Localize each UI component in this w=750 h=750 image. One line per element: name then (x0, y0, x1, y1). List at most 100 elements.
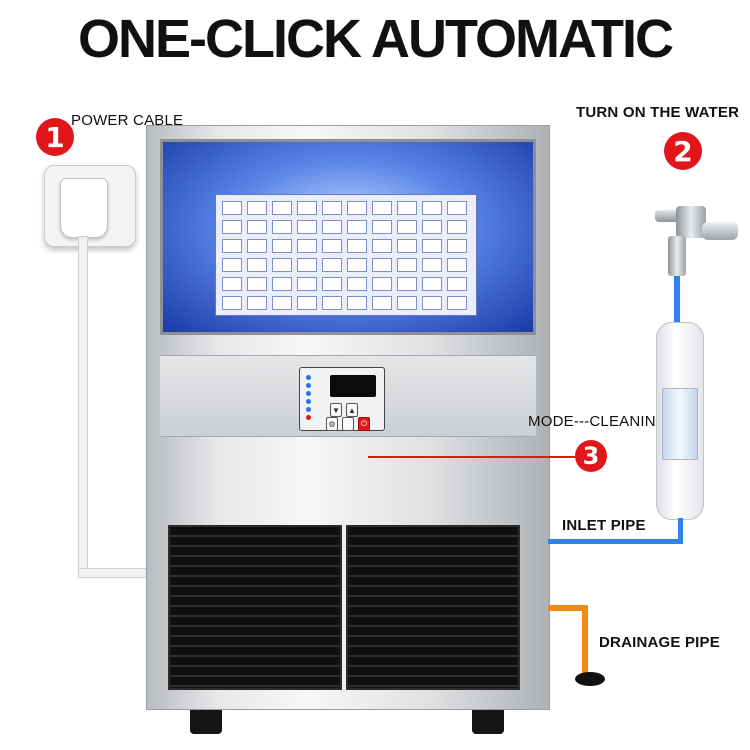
ice-cube-cell (422, 296, 442, 310)
ice-cube-cell (322, 258, 342, 272)
ice-cube-cell (397, 277, 417, 291)
ice-cube-cell (347, 201, 367, 215)
ice-cube-cell (222, 296, 242, 310)
water-supply-pipe (674, 276, 680, 324)
ice-chamber-window (160, 139, 536, 335)
ice-cube-cell (247, 201, 267, 215)
ice-cube-cell (422, 239, 442, 253)
ice-cube-cell (372, 258, 392, 272)
ice-cube-cell (422, 220, 442, 234)
indicator-light (306, 383, 311, 388)
ice-cube-cell (272, 296, 292, 310)
indicator-light-red (306, 415, 311, 420)
ice-cube-cell (222, 239, 242, 253)
ice-cube-cell (222, 201, 242, 215)
pointer-line (368, 456, 576, 458)
set-key[interactable] (342, 417, 354, 431)
ice-cube-cell (447, 239, 467, 253)
inlet-pipe-label: INLET PIPE (562, 517, 646, 534)
ice-cube-cell (397, 296, 417, 310)
ice-cube-cell (297, 201, 317, 215)
ice-cube-cell (247, 258, 267, 272)
inlet-pipe-vertical (678, 518, 683, 544)
ice-cube-cell (272, 239, 292, 253)
faucet-spout (655, 210, 680, 222)
indicator-light (306, 407, 311, 412)
ice-cube-cell (347, 277, 367, 291)
ice-cube-cell (447, 201, 467, 215)
ice-cube-cell (297, 239, 317, 253)
ice-cube-cell (247, 239, 267, 253)
power-plug-icon (60, 178, 108, 238)
faucet-icon (676, 206, 706, 238)
indicator-light (306, 391, 311, 396)
ice-cube-cell (247, 220, 267, 234)
ice-cube-grid (215, 194, 477, 316)
right-vent-grille (346, 525, 520, 690)
machine-foot-right (472, 710, 504, 734)
faucet-handle (702, 222, 738, 240)
ice-cube-cell (347, 258, 367, 272)
ice-cube-cell (347, 220, 367, 234)
ice-cube-cell (222, 258, 242, 272)
power-cable (78, 236, 88, 578)
up-key[interactable]: ▲ (346, 403, 358, 417)
ice-cube-cell (322, 201, 342, 215)
left-vent-grille (168, 525, 342, 690)
faucet-neck (668, 236, 686, 276)
ice-cube-cell (322, 220, 342, 234)
ice-cube-cell (347, 296, 367, 310)
control-keys-row1: ▼ ▲ (330, 403, 358, 417)
ice-cube-cell (372, 239, 392, 253)
step-1-badge: 1 (36, 118, 74, 156)
ice-cube-cell (372, 277, 392, 291)
ice-cube-cell (447, 277, 467, 291)
inlet-pipe (548, 539, 683, 544)
mode-cleaning-label: MODE---CLEANING (528, 413, 668, 430)
ice-cube-cell (272, 220, 292, 234)
ice-cube-cell (397, 201, 417, 215)
ice-cube-cell (372, 201, 392, 215)
power-cable-label: POWER CABLE (71, 112, 184, 129)
ice-cube-cell (247, 277, 267, 291)
ice-cube-cell (397, 258, 417, 272)
machine-foot-left (190, 710, 222, 734)
drainage-pipe (582, 605, 588, 677)
ice-cube-cell (322, 239, 342, 253)
ice-cube-cell (397, 239, 417, 253)
ice-cube-cell (297, 296, 317, 310)
turn-on-water-label: TURN ON THE WATER (576, 104, 740, 121)
step-3-badge: 3 (575, 440, 607, 472)
power-key[interactable]: ⏻ (358, 417, 370, 431)
ice-cube-cell (447, 220, 467, 234)
ice-cube-cell (372, 296, 392, 310)
drainage-pipe-label: DRAINAGE PIPE (599, 634, 720, 651)
ice-cube-cell (222, 277, 242, 291)
ice-cube-cell (347, 239, 367, 253)
ice-cube-cell (272, 258, 292, 272)
water-filter-label-band (662, 388, 698, 460)
floor-drain-icon (575, 672, 605, 686)
ice-cube-cell (447, 296, 467, 310)
indicator-lights (306, 375, 311, 420)
ice-cube-cell (247, 296, 267, 310)
mode-key[interactable]: ⚙ (326, 417, 338, 431)
ice-cube-cell (297, 258, 317, 272)
ice-cube-cell (272, 201, 292, 215)
ice-cube-cell (372, 220, 392, 234)
ice-cube-cell (297, 220, 317, 234)
control-keys-row2: ⚙ ⏻ (326, 417, 370, 431)
ice-machine: ▼ ▲ ⚙ ⏻ (146, 125, 550, 734)
ice-cube-cell (397, 220, 417, 234)
led-display (330, 375, 376, 397)
power-cable-run (78, 568, 148, 578)
down-key[interactable]: ▼ (330, 403, 342, 417)
step-2-badge: 2 (664, 132, 702, 170)
ice-cube-cell (422, 201, 442, 215)
indicator-light (306, 375, 311, 380)
page-title: ONE-CLICK AUTOMATIC (78, 9, 674, 69)
ice-cube-cell (322, 277, 342, 291)
ice-cube-cell (422, 258, 442, 272)
ice-cube-cell (297, 277, 317, 291)
indicator-light (306, 399, 311, 404)
